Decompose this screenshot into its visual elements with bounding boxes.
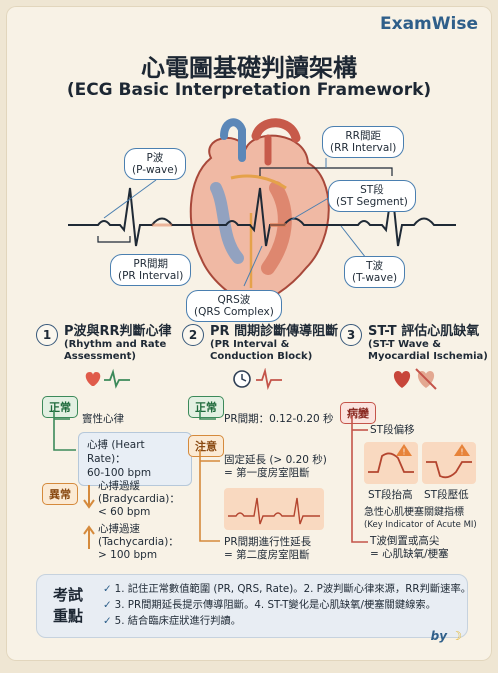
- col1-heart-rate-box: 心搏 (Heart Rate)： 60-100 bpm: [78, 432, 192, 486]
- key-point-2: ✓3. PR間期延長提示傳導阻斷。4. ST-T變化是心肌缺氧/梗塞關鍵線索。: [103, 597, 463, 613]
- callout-p-wave-label: P波: [146, 152, 164, 164]
- col2-caution-tag: 注意: [188, 435, 224, 457]
- page-title: 心電圖基礎判讀架構: [141, 54, 357, 82]
- col1-tachy-title: 心搏過速: [98, 523, 140, 535]
- callout-pr-label: PR間期: [133, 258, 168, 270]
- col3-twave-title: T波倒置或高尖: [370, 535, 440, 547]
- section-3-number: 3: [340, 324, 362, 346]
- col1-abnormal-tag: 異常: [42, 483, 78, 505]
- exam-key-points-title: 考試重點: [52, 586, 83, 625]
- section-3-header: 3 ST-T 評估心肌缺氧 (ST-T Wave & Myocardial Is…: [340, 324, 488, 363]
- callout-p-wave-sub: (P-wave): [132, 164, 178, 176]
- col2-fixed-meaning: = 第一度房室阻斷: [224, 467, 310, 479]
- section-2-number: 2: [182, 324, 204, 346]
- section-3-sub1: (ST-T Wave &: [368, 339, 442, 350]
- col2-fixed: 固定延長 (> 0.20 秒) = 第一度房室阻斷: [224, 454, 327, 480]
- col2-progressive-meaning: = 第二度房室阻斷: [224, 549, 310, 561]
- author-signature: by ☽: [431, 629, 462, 643]
- section-1-header: 1 P波與RR判斷心律 (Rhythm and Rate Assessment): [36, 324, 172, 363]
- col1-arrows-icon: [83, 485, 95, 549]
- key-point-2-text: 3. PR間期延長提示傳導阻斷。4. ST-T變化是心肌缺氧/梗塞關鍵線索。: [114, 599, 437, 611]
- col2-fixed-title: 固定延長 (> 0.20 秒): [224, 454, 327, 466]
- check-icon: ✓: [103, 599, 112, 611]
- section-1-sub2: Assessment): [64, 351, 137, 362]
- svg-text:!: !: [460, 448, 463, 457]
- col1-hr-label: 心搏 (Heart Rate)：: [87, 439, 145, 465]
- col1-brady-en: (Bradycardia)：: [98, 493, 180, 505]
- col2-progressive-title: PR間期進行性延長: [224, 536, 312, 548]
- heart-ecg-illustration: [68, 118, 456, 310]
- callout-st-sub: (ST Segment): [336, 196, 408, 208]
- section-1-title: P波與RR判斷心律: [64, 324, 172, 339]
- infographic-page: ExamWise 心電圖基礎判讀架構 (ECG Basic Interpreta…: [6, 6, 492, 661]
- section-2-header: 2 PR 間期診斷傳導阻斷 (PR Interval & Conduction …: [182, 324, 338, 363]
- svg-text:!: !: [402, 448, 405, 457]
- col1-sinus: 竇性心律: [82, 413, 124, 425]
- callout-st-label: ST段: [360, 184, 384, 196]
- callout-t-label: T波: [366, 260, 384, 272]
- section-1-sub1: (Rhythm and Rate: [64, 339, 167, 350]
- col2-normal-connector: [199, 410, 216, 420]
- key-point-1: ✓1. 記住正常數值範圍 (PR, QRS, Rate)。2. P波判斷心律來源…: [103, 581, 471, 597]
- section-2-title: PR 間期診斷傳導阻斷: [210, 324, 339, 339]
- callout-rr-interval: RR間距 (RR Interval): [322, 126, 405, 158]
- exam-key-points-list: ✓1. 記住正常數值範圍 (PR, QRS, Rate)。2. P波判斷心律來源…: [103, 581, 471, 629]
- section-1-number: 1: [36, 324, 58, 346]
- section-2-sub1: (PR Interval &: [210, 339, 290, 350]
- callout-rr-sub: (RR Interval): [330, 142, 397, 154]
- col3-ami-title: 急性心肌梗塞關鍵指標: [364, 507, 464, 518]
- callout-t-wave: T波 (T-wave): [344, 256, 406, 288]
- av-block-ecg-strip: [224, 488, 324, 530]
- heart-icon: [189, 118, 330, 310]
- clock-icon: [233, 368, 282, 390]
- callout-st-segment: ST段 (ST Segment): [328, 180, 416, 212]
- callout-qrs-sub: (QRS Complex): [194, 306, 274, 318]
- col1-brady-value: < 60 bpm: [98, 506, 151, 518]
- col2-caution-connector: [199, 449, 220, 542]
- author-by: by: [430, 629, 448, 643]
- col2-progressive: PR間期進行性延長 = 第二度房室阻斷: [224, 536, 311, 562]
- col3-connector: [351, 416, 368, 543]
- st-elevation-strip: !: [364, 442, 418, 484]
- col1-brady: 心搏過緩 (Bradycardia)： < 60 bpm: [98, 480, 180, 519]
- callout-rr-label: RR間距: [345, 130, 381, 142]
- section-3-sub2: Myocardial Ischemia): [368, 351, 488, 362]
- page-subtitle: (ECG Basic Interpretation Framework): [66, 80, 432, 100]
- col1-tachy-value: > 100 bpm: [98, 549, 158, 561]
- col1-brady-title: 心搏過緩: [98, 480, 140, 492]
- check-icon: ✓: [103, 615, 112, 627]
- col1-normal-connector: [53, 410, 76, 451]
- col1-tachy-en: (Tachycardia)：: [98, 536, 179, 548]
- ischemia-heart-icon: [393, 368, 437, 390]
- key-point-3: ✓5. 結合臨床症狀進行判讀。: [103, 613, 463, 629]
- col3-elevation-label: ST段抬高: [368, 489, 413, 501]
- key-point-3-text: 5. 結合臨床症狀進行判讀。: [114, 615, 242, 627]
- callout-pr-interval: PR間期 (PR Interval): [110, 254, 192, 286]
- banana-icon: ☽: [451, 629, 462, 643]
- brand-logo: ExamWise: [380, 14, 478, 34]
- callout-t-sub: (T-wave): [352, 272, 398, 284]
- col3-ami: 急性心肌梗塞關鍵指標 (Key Indicator of Acute MI): [364, 506, 477, 532]
- callout-pr-sub: (PR Interval): [118, 270, 184, 282]
- col1-tachy: 心搏過速 (Tachycardia)： > 100 bpm: [98, 523, 179, 562]
- col3-twave: T波倒置或高尖 = 心肌缺氧/梗塞: [370, 535, 449, 561]
- col1-normal-tag: 正常: [42, 396, 78, 418]
- exam-key-points: 考試重點 ✓1. 記住正常數值範圍 (PR, QRS, Rate)。2. P波判…: [36, 574, 471, 638]
- section-3-title: ST-T 評估心肌缺氧: [368, 324, 480, 339]
- col3-ami-en: (Key Indicator of Acute MI): [364, 520, 477, 530]
- col3-st-shift: ST段偏移: [370, 424, 415, 436]
- callout-qrs: QRS波 (QRS Complex): [186, 290, 282, 322]
- heart-rhythm-icon: [85, 368, 130, 389]
- section-2-sub2: Conduction Block): [210, 351, 313, 362]
- col1-hr-value: 60-100 bpm: [87, 467, 152, 479]
- col3-depression-label: ST段壓低: [424, 489, 469, 501]
- callout-p-wave: P波 (P-wave): [124, 148, 186, 180]
- key-point-1-text: 1. 記住正常數值範圍 (PR, QRS, Rate)。2. P波判斷心律來源，…: [114, 583, 472, 595]
- st-depression-strip: !: [422, 442, 476, 484]
- check-icon: ✓: [103, 583, 112, 595]
- col2-pr-normal: PR間期：0.12-0.20 秒: [224, 413, 334, 425]
- callout-qrs-label: QRS波: [217, 294, 251, 306]
- col3-twave-meaning: = 心肌缺氧/梗塞: [370, 548, 449, 560]
